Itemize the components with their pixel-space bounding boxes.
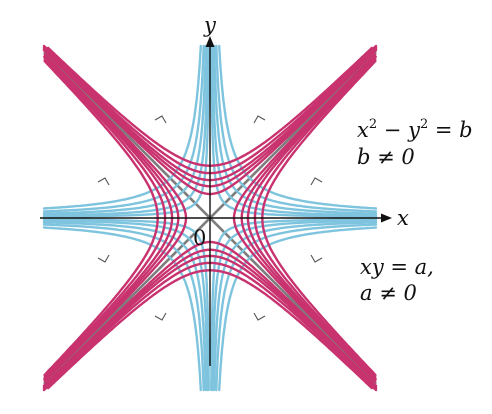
hyperbola-a-equation: xy = a, — [360, 255, 434, 279]
xy-equals-a-curve — [213, 221, 378, 392]
xy-equals-a-curve — [211, 219, 378, 392]
xy-equals-a-curve — [42, 221, 207, 392]
xy-equals-a-curve — [210, 44, 378, 218]
right-angle-mark — [310, 254, 323, 263]
xy-equals-a-curve — [213, 44, 378, 215]
xy-equals-a-curve — [218, 44, 378, 210]
right-angle-mark — [253, 115, 266, 124]
right-angle-mark — [154, 115, 167, 124]
y-axis-label: y — [203, 13, 217, 37]
hyperbola-b-equation: x2 − y2 = b — [357, 117, 473, 142]
hyperbola-b-condition: b ≠ 0 — [357, 145, 415, 169]
hyperbola-a-condition: a ≠ 0 — [360, 281, 417, 305]
right-angle-mark — [310, 177, 323, 186]
xy-equals-a-curve — [215, 44, 378, 213]
xy-equals-a-curve — [42, 219, 209, 392]
xy-equals-a-curve — [42, 44, 207, 215]
x-axis-arrowhead — [381, 213, 392, 223]
origin-label: 0 — [193, 226, 206, 250]
y-axis-arrowhead — [205, 36, 215, 47]
xy-equals-a-curve — [210, 218, 378, 392]
xy-equals-a-curve — [42, 44, 202, 210]
xy-equals-a-curve — [211, 44, 378, 217]
xy-equals-a-curve — [42, 44, 205, 213]
xy-equals-a-curve — [42, 223, 205, 392]
x-axis-label: x — [397, 206, 409, 230]
right-angle-mark — [97, 254, 110, 263]
xy-equals-a-curves — [42, 44, 378, 392]
right-angle-mark — [97, 177, 110, 186]
xy-equals-a-curve — [215, 223, 378, 392]
xy-equals-a-curve — [218, 226, 378, 392]
xy-equals-a-curve — [42, 218, 210, 392]
right-angle-mark — [253, 312, 266, 321]
xy-equals-a-curve — [42, 44, 209, 217]
right-angle-marks — [97, 115, 323, 321]
right-angle-mark — [154, 312, 167, 321]
xy-equals-a-curve — [42, 226, 202, 392]
xy-equals-a-curve — [42, 44, 210, 218]
